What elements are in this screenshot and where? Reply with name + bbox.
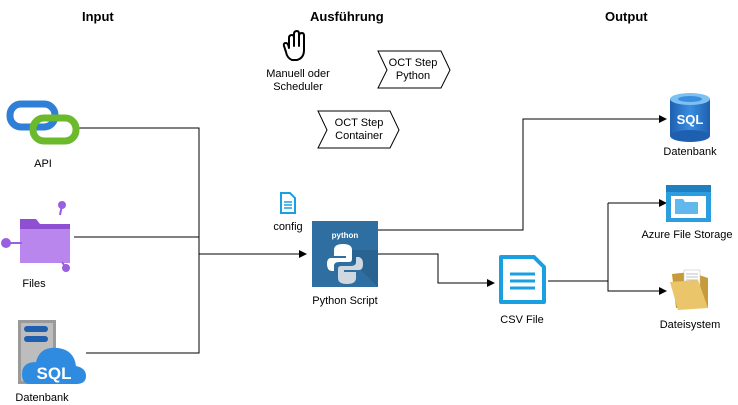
output-azure-label: Azure File Storage bbox=[641, 229, 733, 241]
connector-csv-to-outputs bbox=[548, 203, 609, 282]
oct-python-line1: OCT Step bbox=[388, 57, 438, 69]
input-api-label: API bbox=[34, 158, 52, 170]
oct-container-line2: Container bbox=[335, 130, 383, 142]
trigger-label-line2: Scheduler bbox=[273, 81, 323, 93]
oct-step-python: OCT Step Python bbox=[385, 57, 441, 83]
oct-container-line1: OCT Step bbox=[334, 117, 384, 129]
input-database-label: Datenbank bbox=[15, 392, 69, 404]
config-file-icon bbox=[280, 192, 296, 214]
hand-icon bbox=[282, 30, 305, 61]
csv-file-icon bbox=[499, 255, 546, 304]
header-output: Output bbox=[605, 9, 648, 24]
csv-file-label: CSV File bbox=[500, 314, 544, 326]
input-files-label: Files bbox=[22, 278, 46, 290]
api-link-icon bbox=[6, 100, 80, 145]
python-script-icon: python bbox=[312, 221, 378, 287]
header-execution: Ausführung bbox=[310, 9, 384, 24]
output-filesystem-label: Dateisystem bbox=[659, 319, 721, 331]
oct-step-container-shape bbox=[317, 110, 400, 149]
folder-icon bbox=[1, 201, 70, 272]
config-label: config bbox=[273, 221, 303, 233]
trigger-label-line1: Manuell oder bbox=[266, 68, 330, 80]
sql-database-icon: SQL bbox=[18, 320, 86, 384]
oct-python-line2: Python bbox=[395, 70, 431, 82]
azure-file-storage-icon bbox=[666, 185, 711, 222]
dateisystem-folder-icon bbox=[670, 269, 708, 310]
header-input: Input bbox=[82, 9, 114, 24]
connector-api-to-script bbox=[77, 127, 200, 254]
oct-step-python-shape bbox=[377, 50, 451, 89]
input-connectors bbox=[74, 127, 307, 354]
output-connectors bbox=[378, 115, 667, 295]
connector-script-to-csv bbox=[378, 253, 495, 287]
python-logo-text: python bbox=[332, 231, 359, 240]
oct-step-container: OCT Step Container bbox=[326, 117, 392, 143]
svg-text:SQL: SQL bbox=[677, 112, 704, 127]
connector-script-to-db bbox=[378, 115, 667, 231]
output-database-label: Datenbank bbox=[663, 146, 717, 158]
connector-db-to-script bbox=[86, 254, 200, 354]
python-script-label: Python Script bbox=[312, 295, 378, 307]
trigger-label: Manuell oder Scheduler bbox=[258, 68, 338, 94]
connector-to-filesystem bbox=[607, 281, 667, 295]
output-sql-database-icon: SQL bbox=[670, 93, 710, 142]
svg-text:SQL: SQL bbox=[37, 364, 72, 383]
